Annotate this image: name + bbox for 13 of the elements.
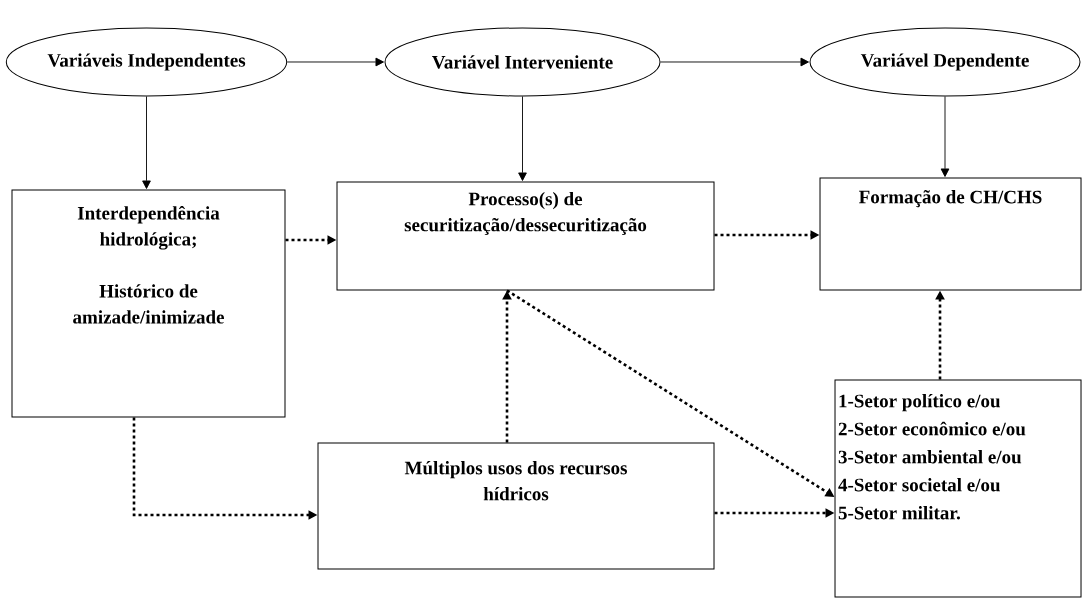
oval-node: Variáveis Independentes	[5, 27, 288, 97]
arrow	[518, 96, 527, 181]
text-box: Formação de CH/CHS	[819, 177, 1082, 291]
text-box: Processo(s) de securitização/dessecuritização	[336, 181, 715, 291]
text-box: 1-Setor político e/ou 2-Setor econômico e/ou 3-Setor ambiental e/ou 4-Setor societal e/ou 5-Setor militar.	[834, 379, 1082, 598]
text-box: Interdependência hidrológica; Histórico de amizade/inimizade	[11, 189, 286, 418]
arrow	[286, 57, 384, 67]
oval-node: Variável Dependente	[809, 27, 1081, 97]
text-box: Múltiplos usos dos recursos hídricos	[317, 442, 715, 570]
arrow	[940, 96, 950, 177]
arrow	[660, 57, 809, 67]
arrow	[142, 96, 151, 189]
oval-node: Variável Interveniente	[384, 27, 661, 97]
